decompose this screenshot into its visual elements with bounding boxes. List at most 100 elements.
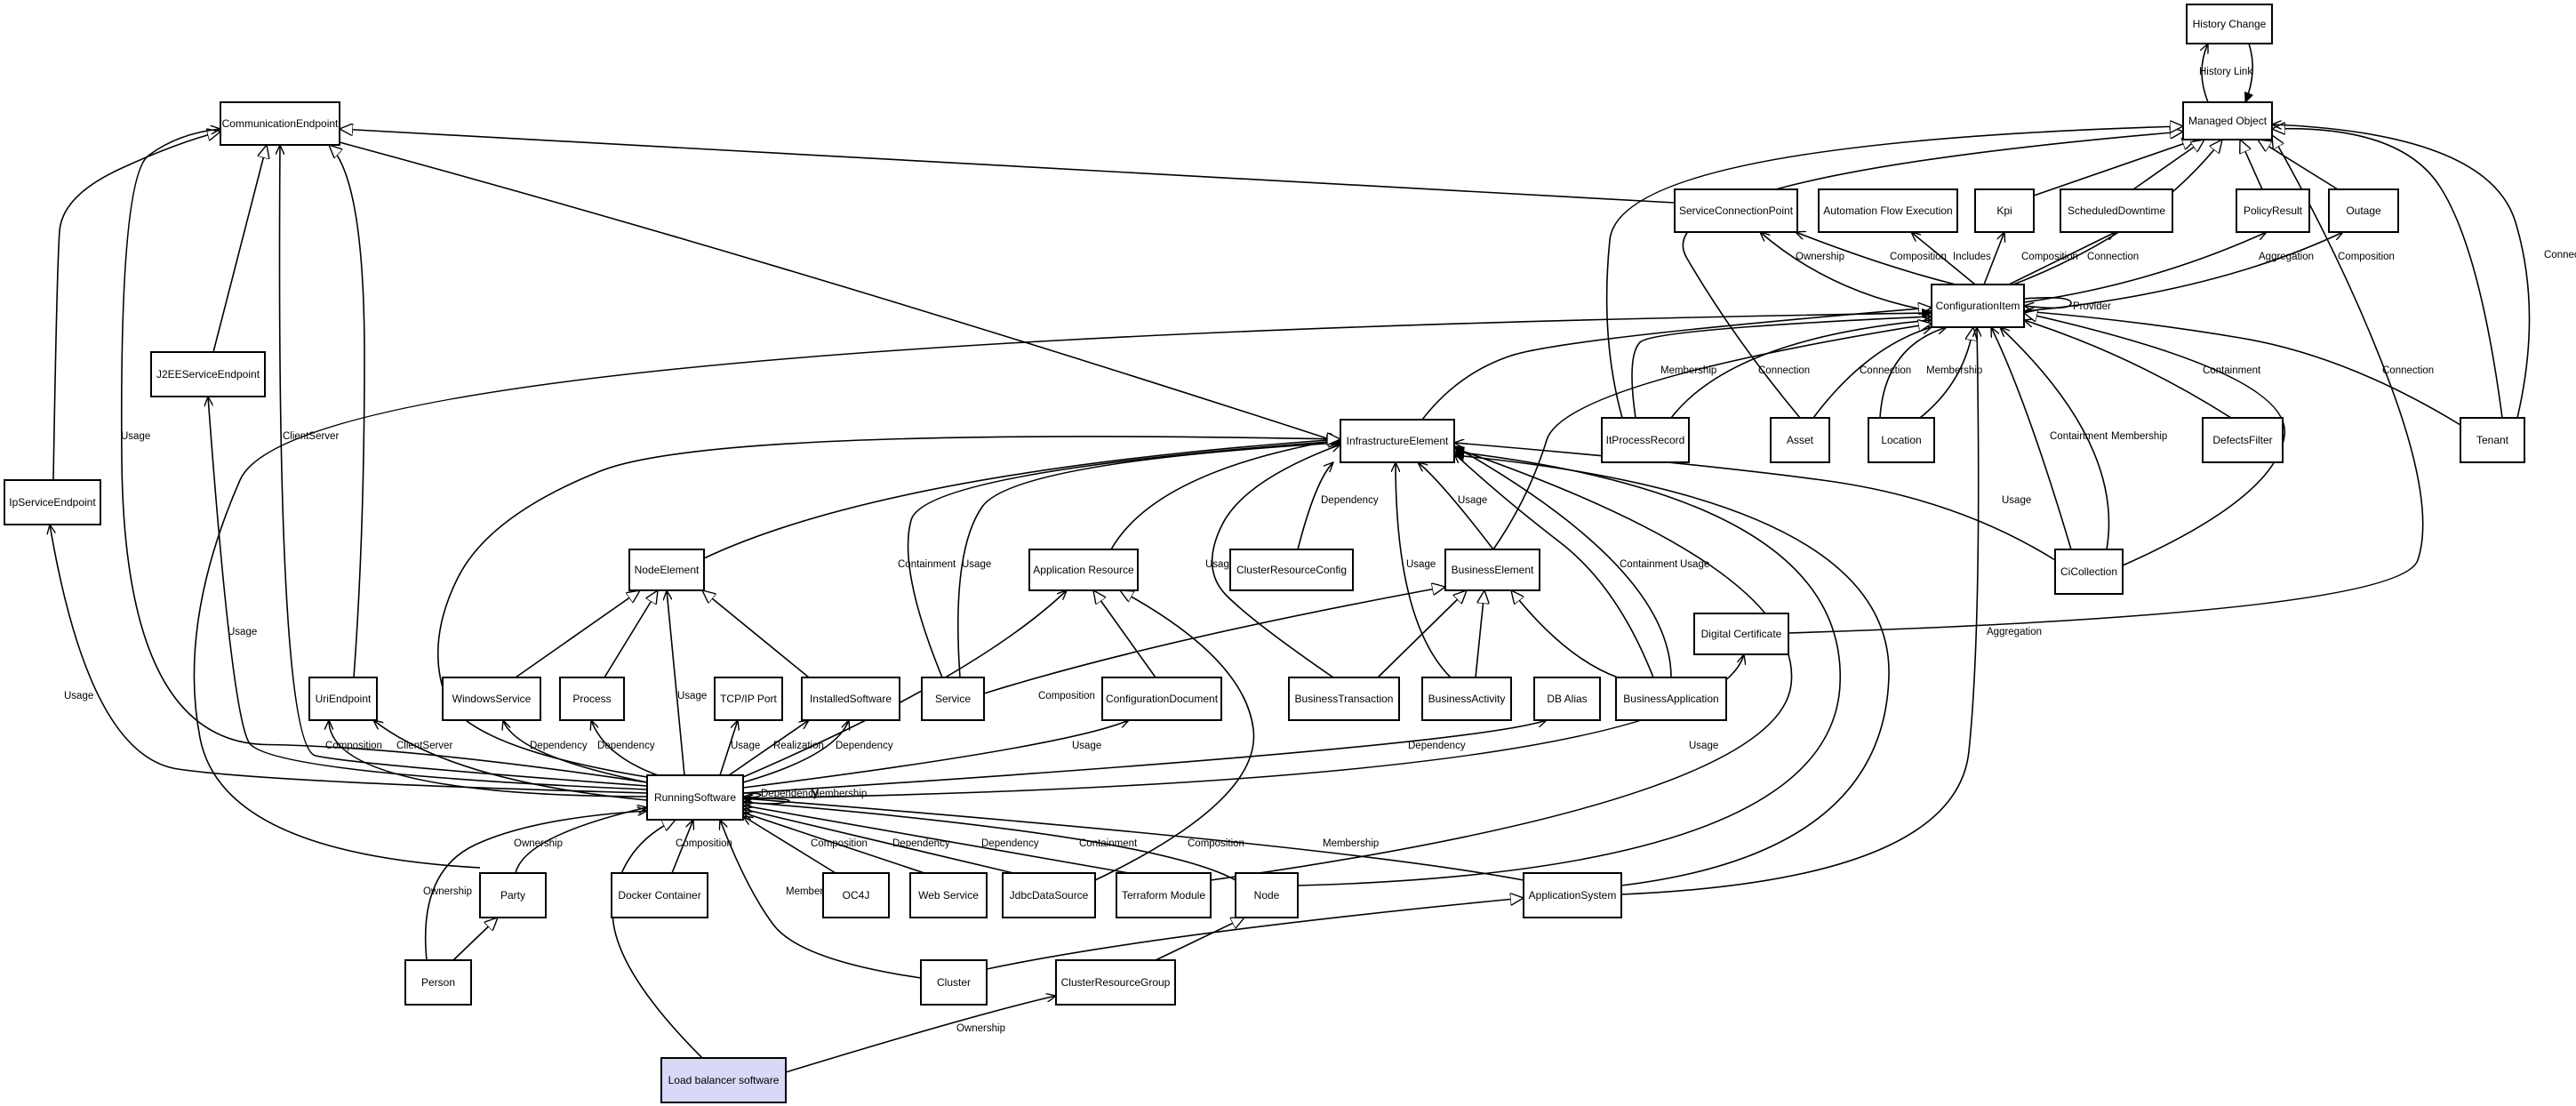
class-box[interactable]	[2202, 417, 2284, 463]
class-box[interactable]	[1533, 677, 1601, 721]
class-node-person[interactable]: Person	[404, 959, 472, 1006]
class-box[interactable]	[1974, 188, 2035, 233]
class-node-defects-filter[interactable]: DefectsFilter	[2202, 417, 2284, 463]
class-node-db-alias[interactable]: DB Alias	[1533, 677, 1601, 721]
class-box[interactable]	[822, 872, 890, 918]
class-node-application-system[interactable]: ApplicationSystem	[1523, 872, 1622, 918]
class-box[interactable]	[628, 549, 705, 591]
class-box[interactable]	[1055, 959, 1176, 1006]
class-node-installed-software[interactable]: InstalledSoftware	[801, 677, 900, 721]
class-node-application-resource[interactable]: Application Resource	[1028, 549, 1139, 591]
class-box[interactable]	[308, 677, 378, 721]
class-box[interactable]	[1288, 677, 1400, 721]
class-node-scheduled-downtime[interactable]: ScheduledDowntime	[2060, 188, 2173, 233]
class-box[interactable]	[1693, 613, 1789, 655]
class-node-oc4j[interactable]: OC4J	[822, 872, 890, 918]
class-node-cluster-resource-group[interactable]: ClusterResourceGroup	[1055, 959, 1176, 1006]
class-node-history-change[interactable]: History Change	[2186, 4, 2273, 44]
class-box[interactable]	[714, 677, 783, 721]
class-box[interactable]	[2328, 188, 2399, 233]
class-box[interactable]	[646, 774, 744, 821]
class-node-outage[interactable]: Outage	[2328, 188, 2399, 233]
class-node-automation-flow-execution[interactable]: Automation Flow Execution	[1818, 188, 1958, 233]
relation-association-docker-container-to-running-software: Composition	[671, 820, 732, 874]
class-node-asset[interactable]: Asset	[1770, 417, 1830, 463]
class-box[interactable]	[660, 1057, 787, 1103]
class-box[interactable]	[220, 101, 340, 146]
class-box[interactable]	[1421, 677, 1512, 721]
class-node-managed-object[interactable]: Managed Object	[2182, 101, 2273, 140]
class-box[interactable]	[921, 677, 985, 721]
class-box[interactable]	[1674, 188, 1798, 233]
class-node-jdbc-data-source[interactable]: JdbcDataSource	[1002, 872, 1096, 918]
class-box[interactable]	[2460, 417, 2525, 463]
class-box[interactable]	[479, 872, 547, 918]
class-node-docker-container[interactable]: Docker Container	[611, 872, 708, 918]
class-box[interactable]	[442, 677, 541, 721]
class-box[interactable]	[1340, 419, 1455, 463]
class-box[interactable]	[1235, 872, 1299, 918]
class-node-tenant[interactable]: Tenant	[2460, 417, 2525, 463]
class-node-party[interactable]: Party	[479, 872, 547, 918]
class-box[interactable]	[909, 872, 988, 918]
class-node-business-activity[interactable]: BusinessActivity	[1421, 677, 1512, 721]
class-node-tcpip-port[interactable]: TCP/IP Port	[714, 677, 783, 721]
class-node-digital-certificate[interactable]: Digital Certificate	[1693, 613, 1789, 655]
class-box[interactable]	[2054, 549, 2124, 595]
class-node-node-element[interactable]: NodeElement	[628, 549, 705, 591]
class-box[interactable]	[1931, 284, 2025, 328]
class-box[interactable]	[1615, 677, 1727, 721]
class-node-uri-endpoint[interactable]: UriEndpoint	[308, 677, 378, 721]
class-node-business-transaction[interactable]: BusinessTransaction	[1288, 677, 1400, 721]
class-box[interactable]	[404, 959, 472, 1006]
class-box[interactable]	[1818, 188, 1958, 233]
class-node-ip-service-endpoint[interactable]: IpServiceEndpoint	[4, 479, 101, 525]
class-node-configuration-item[interactable]: ConfigurationItem	[1931, 284, 2025, 328]
class-node-node[interactable]: Node	[1235, 872, 1299, 918]
class-box[interactable]	[1770, 417, 1830, 463]
class-node-windows-service[interactable]: WindowsService	[442, 677, 541, 721]
class-node-service-connection-point[interactable]: ServiceConnectionPoint	[1674, 188, 1798, 233]
class-box[interactable]	[1101, 677, 1222, 721]
class-box[interactable]	[2060, 188, 2173, 233]
class-node-web-service[interactable]: Web Service	[909, 872, 988, 918]
class-node-kpi[interactable]: Kpi	[1974, 188, 2035, 233]
class-node-infrastructure-element[interactable]: InfrastructureElement	[1340, 419, 1455, 463]
class-box[interactable]	[150, 351, 266, 397]
class-node-running-software[interactable]: RunningSoftware	[646, 774, 744, 821]
relation-line	[2024, 320, 2232, 419]
class-node-business-element[interactable]: BusinessElement	[1444, 549, 1540, 591]
class-box[interactable]	[1002, 872, 1096, 918]
class-node-service[interactable]: Service	[921, 677, 985, 721]
class-box[interactable]	[1868, 417, 1935, 463]
class-box[interactable]	[611, 872, 708, 918]
class-label: InfrastructureElement	[1347, 435, 1449, 447]
class-node-configuration-document[interactable]: ConfigurationDocument	[1101, 677, 1222, 721]
class-box[interactable]	[4, 479, 101, 525]
class-box[interactable]	[559, 677, 625, 721]
class-node-it-process-record[interactable]: ItProcessRecord	[1601, 417, 1690, 463]
class-box[interactable]	[2186, 4, 2273, 44]
class-box[interactable]	[1028, 549, 1139, 591]
class-box[interactable]	[801, 677, 900, 721]
class-box[interactable]	[920, 959, 988, 1006]
class-node-location[interactable]: Location	[1868, 417, 1935, 463]
class-box[interactable]	[1523, 872, 1622, 918]
class-node-business-application[interactable]: BusinessApplication	[1615, 677, 1727, 721]
class-node-cluster[interactable]: Cluster	[920, 959, 988, 1006]
class-node-j2ee-service-endpoint[interactable]: J2EEServiceEndpoint	[150, 351, 266, 397]
class-box[interactable]	[1116, 872, 1212, 918]
class-node-cluster-resource-config[interactable]: ClusterResourceConfig	[1229, 549, 1354, 591]
class-node-load-balancer-software[interactable]: Load balancer software	[660, 1057, 787, 1103]
class-box[interactable]	[1601, 417, 1690, 463]
class-node-ci-collection[interactable]: CiCollection	[2054, 549, 2124, 595]
class-node-policy-result[interactable]: PolicyResult	[2236, 188, 2310, 233]
class-box[interactable]	[2236, 188, 2310, 233]
class-box[interactable]	[1444, 549, 1540, 591]
class-node-communication-endpoint[interactable]: CommunicationEndpoint	[220, 101, 340, 146]
class-node-terraform-module[interactable]: Terraform Module	[1116, 872, 1212, 918]
class-box[interactable]	[1229, 549, 1354, 591]
class-node-process[interactable]: Process	[559, 677, 625, 721]
relation-line	[907, 441, 1340, 678]
class-box[interactable]	[2182, 101, 2273, 140]
